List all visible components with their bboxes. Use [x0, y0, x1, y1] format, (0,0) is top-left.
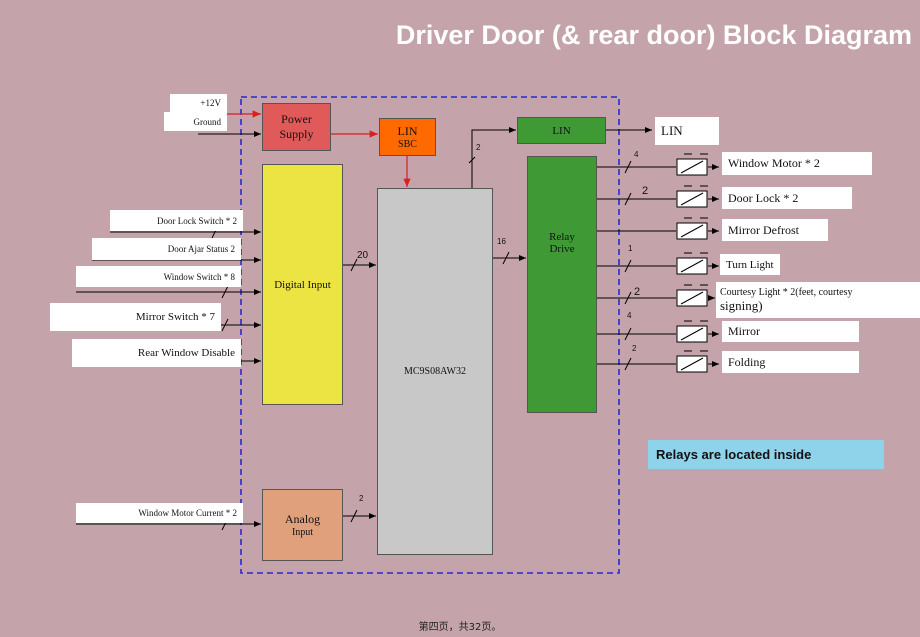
output-courtesy-light: Courtesy Light * 2(feet, courtesy signin…	[716, 282, 920, 318]
bus-width-turn-light: 1	[628, 244, 633, 253]
input-window-switch: Window Switch * 8	[76, 266, 241, 287]
mcu-label: MC9S08AW32	[404, 366, 466, 377]
digital-input-block: Digital Input	[262, 164, 343, 405]
bus-width-lin: 2	[476, 143, 481, 152]
output-lin: LIN	[655, 117, 719, 145]
lin-sbc-line1: LIN	[397, 124, 418, 138]
power-supply-line2: Supply	[279, 127, 314, 141]
relay-symbols	[676, 153, 708, 373]
input-rear-window-disable: Rear Window Disable	[72, 339, 241, 367]
output-door-lock: Door Lock * 2	[722, 187, 852, 209]
lin-block-label: LIN	[552, 124, 571, 137]
courtesy-light-line1: Courtesy Light * 2(feet, courtesy	[720, 286, 853, 298]
bus-width-courtesy: 2	[634, 286, 640, 298]
input-ground: Ground	[164, 112, 227, 131]
output-folding: Folding	[722, 351, 859, 373]
relay-drive-line2: Drive	[549, 243, 575, 255]
relays-note: Relays are located inside	[648, 440, 884, 469]
page-footer: 第四页，共32页。	[418, 622, 502, 633]
mcu-block: MC9S08AW32	[377, 188, 493, 555]
lin-block: LIN	[517, 117, 606, 144]
diagram-title: Driver Door (& rear door) Block Diagram	[395, 20, 912, 50]
bus-width-mirror: 4	[627, 311, 632, 320]
output-window-motor: Window Motor * 2	[722, 152, 872, 175]
power-supply-block: Power Supply	[262, 103, 331, 151]
digital-input-label: Digital Input	[274, 278, 331, 291]
analog-input-block: Analog Input	[262, 489, 343, 561]
input-door-lock-switch: Door Lock Switch * 2	[110, 210, 243, 231]
output-mirror: Mirror	[722, 321, 859, 342]
bus-width-analog: 2	[359, 494, 364, 503]
relay-drive-line1: Relay	[549, 231, 575, 243]
module-boundary	[240, 96, 620, 574]
lin-sbc-block: LIN SBC	[379, 118, 436, 156]
bus-width-window-motor: 4	[634, 150, 639, 159]
input-window-motor-current: Window Motor Current * 2	[76, 503, 243, 523]
courtesy-light-line2: signing)	[720, 297, 763, 313]
relay-drive-block: Relay Drive	[527, 156, 597, 413]
bus-width-folding: 2	[632, 344, 637, 353]
analog-input-line2: Input	[291, 527, 314, 538]
bus-width-relay: 16	[497, 237, 506, 246]
relay-outputs	[597, 160, 719, 371]
bus-width-digital: 20	[357, 250, 369, 261]
lin-sbc-line2: SBC	[398, 139, 417, 150]
input-mirror-switch: Mirror Switch * 7	[50, 303, 221, 331]
input-12v: +12V	[170, 94, 227, 112]
bus-width-door-lock: 2	[642, 185, 648, 197]
input-door-ajar: Door Ajar Status 2	[92, 238, 241, 260]
analog-input-line1: Analog	[284, 512, 321, 526]
output-mirror-defrost: Mirror Defrost	[722, 219, 828, 241]
output-turn-light: Turn Light	[720, 254, 780, 275]
power-supply-line1: Power	[281, 112, 312, 126]
